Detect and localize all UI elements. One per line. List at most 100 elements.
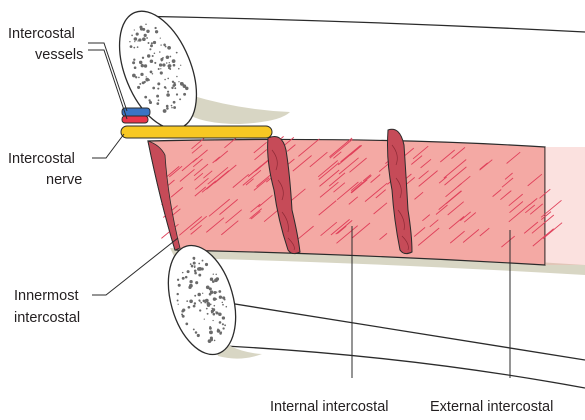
marrow-dot [160, 68, 161, 69]
marrow-dot [149, 48, 151, 50]
marrow-dot [208, 339, 212, 343]
marrow-dot [189, 299, 193, 303]
marrow-dot [139, 83, 141, 85]
marrow-dot [171, 105, 173, 107]
marrow-dot [154, 53, 156, 55]
marrow-dot [216, 298, 218, 300]
marrow-dot [163, 109, 167, 113]
marrow-dot [203, 300, 206, 303]
marrow-dot [222, 316, 225, 319]
marrow-dot [150, 44, 153, 47]
marrow-dot [218, 312, 222, 316]
marrow-dot [157, 88, 159, 90]
marrow-dot [207, 313, 209, 315]
marrow-dot [129, 41, 130, 42]
marrow-dot [166, 62, 168, 64]
marrow-dot [224, 324, 226, 326]
marrow-dot [160, 71, 163, 74]
marrow-dot [191, 265, 194, 268]
marrow-dot [146, 76, 147, 77]
marrow-dot [182, 308, 185, 311]
marrow-dot [133, 59, 135, 61]
marrow-dot [189, 280, 192, 283]
marrow-dot [193, 328, 195, 330]
marrow-dot [154, 62, 156, 64]
marrow-dot [142, 28, 145, 31]
marrow-dot [206, 308, 208, 310]
marrow-dot [160, 58, 163, 61]
marrow-dot [194, 270, 197, 273]
marrow-dot [194, 267, 196, 269]
marrow-dot [155, 30, 158, 33]
marrow-dot [197, 293, 201, 297]
marrow-dot [132, 74, 136, 78]
marrow-dot [176, 76, 178, 78]
marrow-dot [159, 51, 161, 53]
marrow-dot [178, 304, 179, 305]
marrow-dot [210, 304, 212, 306]
marrow-dot [130, 45, 133, 48]
upper-rib [130, 16, 585, 140]
marrow-dot [193, 305, 196, 308]
marrow-dot [144, 34, 147, 37]
marrow-dot [142, 37, 146, 41]
marrow-dot [142, 81, 145, 84]
marrow-dot [141, 64, 143, 66]
marrow-dot [144, 64, 147, 67]
marrow-dot [139, 26, 142, 29]
label-vessels-line2: vessels [35, 47, 83, 63]
label-internal-intercostal: Internal intercostal [270, 399, 388, 415]
marrow-dot [168, 64, 172, 68]
marrow-dot [134, 66, 137, 69]
marrow-dot [222, 304, 224, 306]
marrow-dot [166, 105, 169, 108]
marrow-dot [178, 284, 181, 287]
marrow-dot [195, 281, 198, 284]
marrow-dot [213, 313, 216, 316]
marrow-dot [137, 86, 140, 89]
marrow-dot [195, 331, 198, 334]
marrow-dot [173, 64, 176, 67]
marrow-dot [215, 274, 216, 275]
marrow-dot [171, 107, 173, 109]
label-nerve-line2: nerve [46, 172, 82, 188]
marrow-dot [152, 73, 154, 75]
marrow-dot [209, 293, 212, 296]
marrow-dot [140, 73, 143, 76]
marrow-dot [186, 300, 188, 302]
marrow-dot [144, 96, 147, 99]
marrow-dot [173, 101, 176, 104]
marrow-dot [214, 340, 216, 342]
marrow-dot [222, 302, 224, 304]
marrow-dot [214, 278, 218, 282]
marrow-dot [148, 99, 150, 101]
marrow-dot [205, 263, 208, 266]
marrow-dot [163, 44, 166, 47]
marrow-dot [176, 93, 178, 95]
marrow-dot [222, 327, 224, 329]
marrow-dot [159, 63, 162, 66]
marrow-dot [197, 334, 200, 337]
intercostal-nerve [121, 126, 272, 138]
marrow-dot [210, 278, 213, 281]
marrow-dot [139, 61, 142, 64]
marrow-dot [187, 270, 190, 273]
marrow-dot [178, 68, 180, 70]
marrow-dot [167, 78, 169, 80]
label-external-intercostal: External intercostal [430, 399, 553, 415]
marrow-dot [204, 318, 205, 319]
marrow-dot [214, 305, 216, 307]
marrow-dot [145, 24, 147, 26]
marrow-dot [201, 267, 204, 270]
marrow-dot [169, 68, 171, 70]
marrow-dot [177, 293, 179, 295]
marrow-dot [219, 332, 222, 335]
label-vessels-line1: Intercostal [8, 26, 75, 42]
marrow-dot [222, 323, 224, 325]
marrow-dot [213, 291, 216, 294]
marrow-dot [138, 77, 140, 79]
marrow-dot [173, 82, 175, 84]
marrow-dot [215, 311, 218, 314]
marrow-dot [142, 57, 144, 59]
